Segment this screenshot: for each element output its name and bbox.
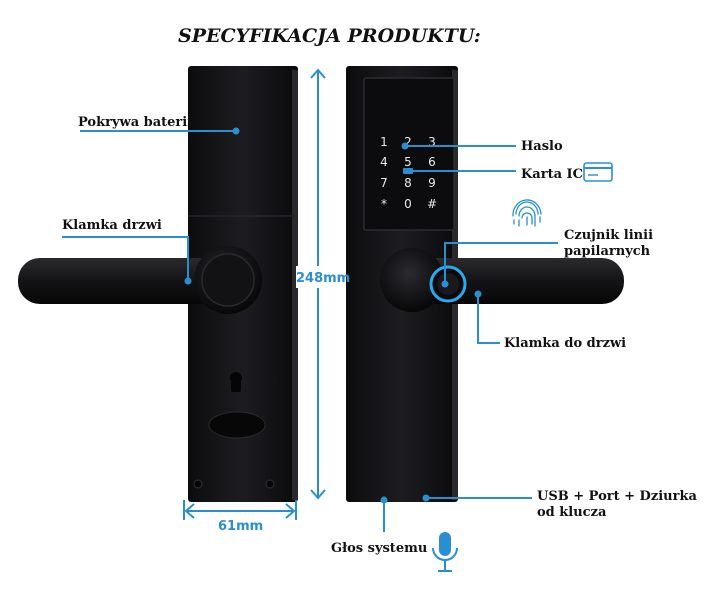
keypad-key: 5 [404, 155, 412, 169]
keypad-key: * [381, 197, 387, 211]
width-dimension: 61mm [183, 500, 297, 534]
screw [265, 479, 275, 489]
microphone-icon [432, 532, 458, 572]
keypad-key: 7 [380, 176, 388, 190]
system-voice-label: Głos systemu [331, 541, 427, 556]
height-dimension: 248mm [296, 68, 350, 500]
fingerprint-icon [512, 199, 542, 227]
usb-port-label-line1: USB + Port + Dziurka [537, 489, 697, 504]
height-label: 248mm [296, 271, 350, 286]
fingerprint-sensor-label-line2: papilarnych [564, 244, 651, 259]
keypad-key: 8 [404, 176, 412, 190]
callout-door-handle-right: Klamka do drzwi [474, 290, 626, 351]
keypad: 1 2 3 4 5 6 7 8 9 * 0 # [380, 135, 437, 211]
keypad-key: 2 [404, 135, 412, 149]
callout-ic-card: Karta IC [403, 162, 613, 182]
keypad-key: 9 [428, 176, 436, 190]
keypad-panel [363, 77, 455, 231]
door-handle-right-label: Klamka do drzwi [504, 336, 626, 351]
left-lock-back [18, 66, 298, 502]
fingerprint-sensor-label-line1: Czujnik linii [564, 228, 653, 243]
right-lock-front [346, 66, 624, 502]
card-icon [583, 162, 613, 182]
callout-fingerprint-sensor: Czujnik linii papilarnych [441, 228, 653, 288]
back-handle [18, 258, 238, 304]
callout-system-voice: Głos systemu [331, 496, 427, 556]
door-handle-left-label: Klamka drzwi [62, 218, 162, 233]
callout-usb-port: USB + Port + Dziurka od klucza [422, 489, 697, 520]
keypad-key: 1 [380, 135, 388, 149]
ic-card-label: Karta IC [521, 167, 583, 182]
screw [193, 479, 203, 489]
keypad-key: # [427, 197, 437, 211]
callout-door-handle-left: Klamka drzwi [62, 218, 192, 285]
callout-battery-cover: Pokrywa baterii [78, 115, 240, 135]
keypad-key: 6 [428, 155, 436, 169]
thumb-oval [208, 411, 266, 439]
page-title: SPECYFIKACJA PRODUKTU: [178, 25, 481, 47]
keypad-key: 4 [380, 155, 388, 169]
password-label: Haslo [521, 139, 563, 154]
keypad-key: 3 [428, 135, 436, 149]
usb-port-label-line2: od klucza [537, 505, 607, 520]
width-label: 61mm [218, 519, 263, 534]
battery-cover-label: Pokrywa baterii [78, 115, 192, 130]
callout-password: Haslo [401, 139, 563, 154]
keypad-key: 0 [404, 197, 412, 211]
front-rose [380, 248, 444, 312]
